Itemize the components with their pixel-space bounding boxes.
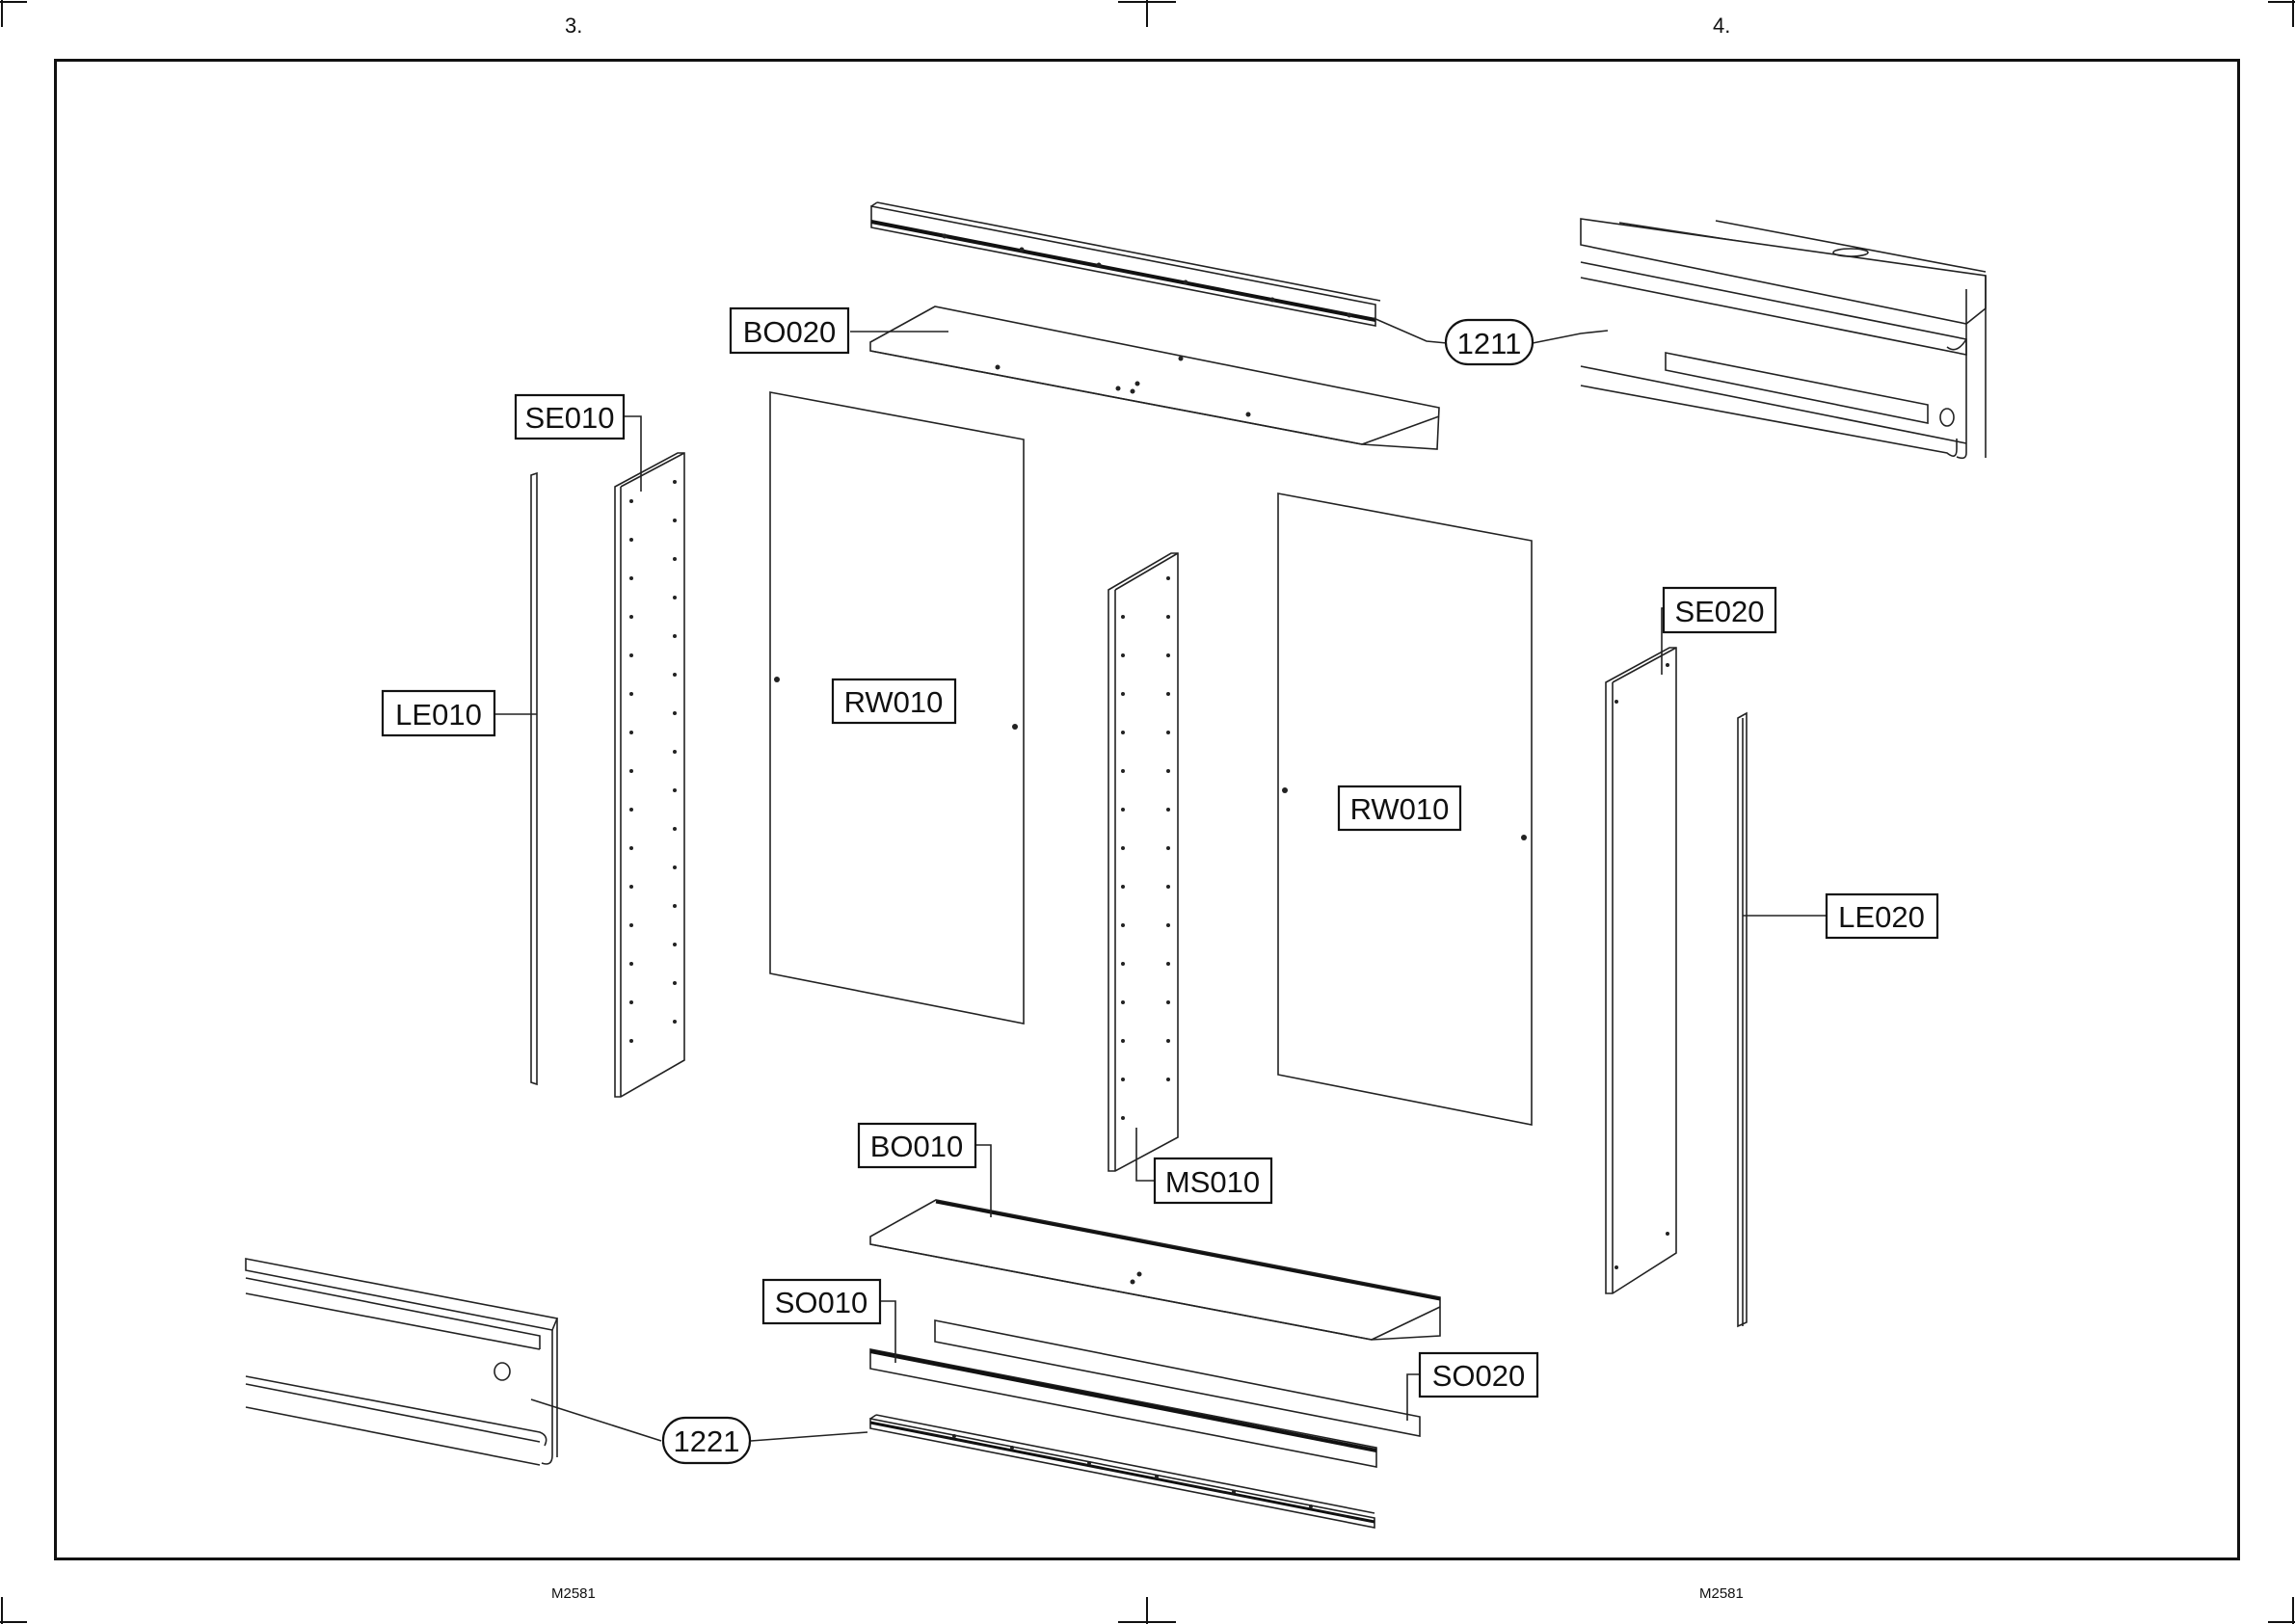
svg-text:SO020: SO020 (1432, 1359, 1526, 1393)
svg-text:BO010: BO010 (870, 1130, 964, 1163)
svg-text:LE020: LE020 (1838, 900, 1925, 934)
label-so010: SO010 (763, 1280, 880, 1323)
label-1221: 1221 (663, 1418, 750, 1463)
side-panel-se010 (615, 453, 684, 1097)
label-le020: LE020 (1827, 894, 1937, 938)
bottom-rail-detail (246, 1259, 557, 1465)
svg-text:BO020: BO020 (743, 315, 837, 349)
edge-strip-le020 (1738, 713, 1747, 1326)
label-le010: LE010 (383, 691, 494, 735)
top-rail-1211 (871, 202, 1380, 326)
label-rw010-left: RW010 (833, 679, 955, 723)
label-se010: SE010 (516, 395, 624, 439)
svg-text:1211: 1211 (1457, 327, 1522, 360)
svg-text:SE010: SE010 (524, 401, 614, 435)
svg-text:RW010: RW010 (1350, 792, 1450, 826)
label-se020: SE020 (1664, 588, 1775, 632)
svg-text:1221: 1221 (674, 1424, 740, 1458)
bottom-rail-1221 (870, 1415, 1374, 1528)
label-so020: SO020 (1420, 1353, 1537, 1397)
label-bo010: BO010 (859, 1124, 975, 1167)
svg-text:MS010: MS010 (1165, 1165, 1260, 1199)
svg-text:SE020: SE020 (1674, 595, 1764, 628)
svg-text:LE010: LE010 (395, 698, 482, 732)
label-1211: 1211 (1446, 320, 1533, 364)
bottom-board-bo010 (870, 1200, 1440, 1340)
top-rail-detail (1581, 219, 1986, 458)
svg-text:RW010: RW010 (844, 685, 944, 719)
label-rw010-right: RW010 (1339, 786, 1460, 830)
label-bo020: BO020 (731, 308, 848, 353)
middle-panel-ms010 (1108, 553, 1178, 1171)
label-ms010: MS010 (1155, 1158, 1271, 1203)
side-panel-se020 (1606, 648, 1676, 1293)
svg-text:SO010: SO010 (775, 1286, 868, 1319)
edge-strip-le010 (531, 473, 537, 1084)
